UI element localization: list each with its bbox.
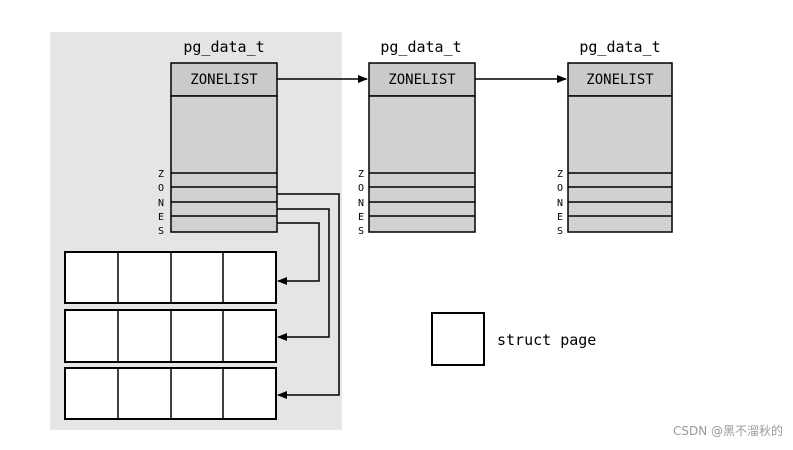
zone-letter: E	[158, 212, 164, 223]
zone-letter: Z	[358, 169, 364, 180]
node-body	[368, 95, 476, 233]
zone-letter: S	[158, 226, 164, 237]
legend: struct page	[431, 312, 596, 366]
zone-letter: N	[158, 198, 164, 209]
pg-data-node-1: pg_data_t ZONELIST Z O N E S	[158, 38, 278, 237]
zone-array-arrow	[277, 193, 340, 399]
node-title: pg_data_t	[183, 38, 264, 56]
zonelist-cell	[368, 62, 476, 97]
zone-letter: O	[158, 183, 164, 194]
zone-letter: S	[358, 226, 364, 237]
page-array-2	[64, 309, 277, 363]
zone-letter: E	[358, 212, 364, 223]
zone-letter: S	[557, 226, 563, 237]
zonelist-label: ZONELIST	[190, 72, 258, 88]
zonelist-label: ZONELIST	[388, 72, 456, 88]
zone-letter: N	[358, 198, 364, 209]
zone-letter: O	[557, 183, 563, 194]
zone-letter: Z	[557, 169, 563, 180]
zone-array-arrow	[277, 208, 330, 341]
page-array-1	[64, 251, 277, 304]
zone-letter: O	[358, 183, 364, 194]
zonelist-cell	[170, 62, 278, 97]
zonelist-cell	[567, 62, 673, 97]
zonelist-label: ZONELIST	[586, 72, 654, 88]
legend-label: struct page	[497, 331, 596, 349]
zone-letter: N	[557, 198, 563, 209]
zone-letter: E	[557, 212, 563, 223]
node-body	[567, 95, 673, 233]
watermark: CSDN @黑不溜秋的	[672, 424, 783, 438]
pg-data-node-3: pg_data_t ZONELIST Z O N E S	[557, 38, 673, 237]
page-array-3	[64, 367, 277, 420]
legend-swatch	[431, 312, 485, 366]
node-title: pg_data_t	[380, 38, 461, 56]
node-title: pg_data_t	[579, 38, 660, 56]
pg-data-node-2: pg_data_t ZONELIST Z O N E S	[358, 38, 476, 237]
zone-array-arrow	[277, 222, 320, 285]
zone-letter: Z	[158, 169, 164, 180]
node-body	[170, 95, 278, 233]
